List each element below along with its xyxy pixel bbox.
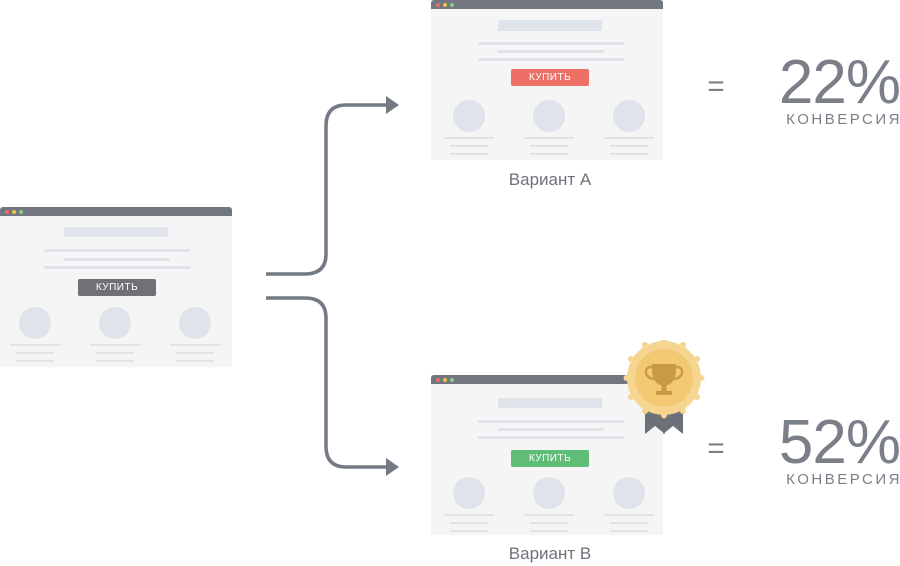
window-dot-yellow: [443, 378, 447, 382]
placeholder-avatar: [179, 307, 211, 339]
browser-bar: [431, 0, 663, 9]
placeholder-text-line: [498, 428, 604, 431]
placeholder-text-line: [450, 153, 488, 155]
placeholder-text-line: [478, 42, 624, 45]
placeholder-heading: [498, 398, 602, 408]
placeholder-text-line: [604, 137, 654, 139]
browser-bar: [0, 207, 232, 216]
placeholder-text-line: [498, 50, 604, 53]
buy-button: КУПИТЬ: [78, 279, 156, 296]
variant-b-conversion-value: 52%: [778, 408, 900, 477]
placeholder-text-line: [478, 420, 624, 423]
placeholder-text-line: [530, 153, 568, 155]
equals-sign-b: =: [707, 432, 725, 465]
window-dot-yellow: [12, 210, 16, 214]
placeholder-avatar: [453, 477, 485, 509]
placeholder-text-line: [478, 436, 624, 439]
placeholder-text-line: [478, 58, 624, 61]
placeholder-text-line: [610, 522, 648, 524]
placeholder-avatar: [19, 307, 51, 339]
placeholder-text-line: [176, 352, 214, 354]
placeholder-text-line: [530, 522, 568, 524]
window-dot-yellow: [443, 3, 447, 7]
placeholder-text-line: [64, 258, 170, 261]
variant-b-conversion-label: КОНВЕРСИЯ: [786, 471, 900, 488]
cup: [644, 364, 684, 395]
placeholder-text-line: [176, 360, 214, 362]
window-dot-green: [19, 210, 23, 214]
window-dot-red: [5, 210, 9, 214]
arrowhead-a: [386, 96, 399, 114]
browser-bar: [431, 375, 663, 384]
window-dot-green: [450, 378, 454, 382]
placeholder-text-line: [16, 360, 54, 362]
original-page-mockup: КУПИТЬ: [0, 207, 232, 367]
arrowhead-b: [386, 458, 399, 476]
placeholder-text-line: [444, 137, 494, 139]
badge-teeth: [623, 340, 705, 419]
placeholder-text-line: [90, 344, 140, 346]
placeholder-heading: [498, 20, 602, 31]
placeholder-avatar: [533, 100, 565, 132]
placeholder-text-line: [530, 145, 568, 147]
placeholder-text-line: [44, 266, 190, 269]
placeholder-avatar: [613, 100, 645, 132]
placeholder-text-line: [450, 530, 488, 532]
variant-a-mockup: КУПИТЬ: [431, 0, 663, 160]
placeholder-avatar: [613, 477, 645, 509]
window-dot-red: [436, 3, 440, 7]
placeholder-text-line: [610, 530, 648, 532]
placeholder-heading: [64, 227, 168, 237]
placeholder-text-line: [450, 522, 488, 524]
variant-a-caption: Вариант A: [508, 170, 592, 189]
placeholder-text-line: [604, 514, 654, 516]
placeholder-avatar: [533, 477, 565, 509]
placeholder-text-line: [96, 360, 134, 362]
buy-button: КУПИТЬ: [511, 69, 589, 86]
variant-a-conversion-label: КОНВЕРСИЯ: [786, 111, 900, 128]
variant-a-conversion-value: 22%: [778, 48, 900, 117]
placeholder-text-line: [530, 530, 568, 532]
variant-b-caption: Вариант B: [508, 544, 592, 563]
arrow-to-variant-b: [266, 296, 390, 469]
buy-button: КУПИТЬ: [511, 450, 589, 467]
placeholder-text-line: [444, 514, 494, 516]
placeholder-avatar: [99, 307, 131, 339]
placeholder-text-line: [524, 137, 574, 139]
placeholder-text-line: [10, 344, 60, 346]
placeholder-text-line: [450, 145, 488, 147]
placeholder-text-line: [170, 344, 220, 346]
equals-sign-a: =: [707, 70, 725, 103]
arrow-to-variant-a: [266, 103, 390, 276]
trophy-icon: [623, 340, 705, 434]
variant-b-mockup: КУПИТЬ: [431, 375, 663, 535]
placeholder-text-line: [96, 352, 134, 354]
placeholder-text-line: [610, 153, 648, 155]
placeholder-text-line: [524, 514, 574, 516]
placeholder-text-line: [610, 145, 648, 147]
window-dot-red: [436, 378, 440, 382]
placeholder-text-line: [16, 352, 54, 354]
placeholder-avatar: [453, 100, 485, 132]
window-dot-green: [450, 3, 454, 7]
placeholder-text-line: [44, 249, 190, 252]
